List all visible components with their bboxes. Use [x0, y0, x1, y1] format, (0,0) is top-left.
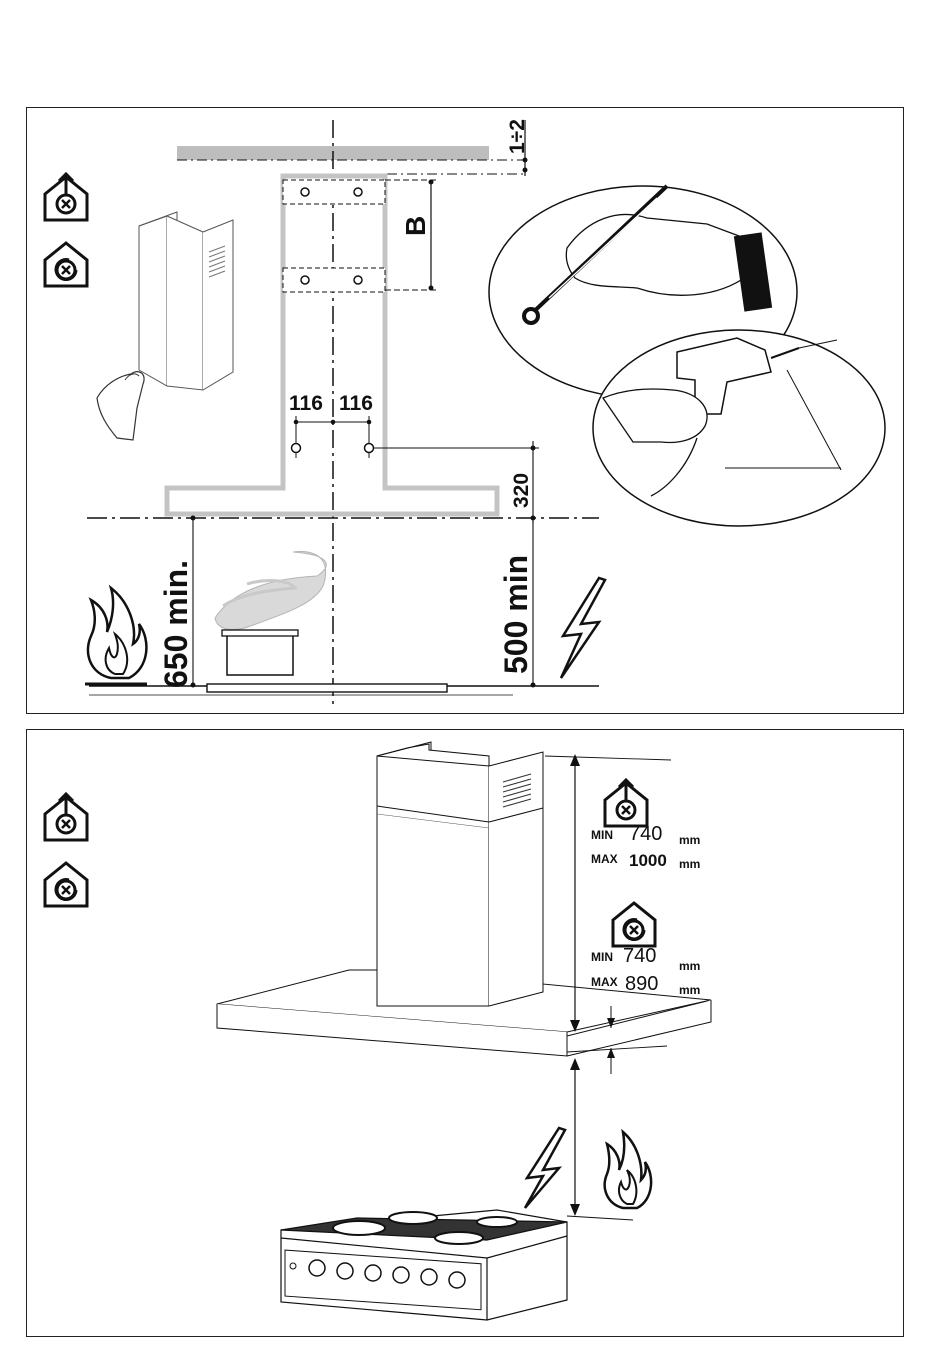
- installation-dimensions-panel: 1÷2 B 116 116 320 650 min. 500 mi: [26, 107, 904, 714]
- ducted-mode-icon: [45, 174, 87, 220]
- hood-chimney: [377, 742, 543, 1012]
- ducted-min-prefix: MIN: [591, 828, 613, 842]
- electric-hob-min-height-label: 500 min: [498, 555, 534, 674]
- hand-holding-cover-icon: [97, 372, 144, 440]
- left-fixing-hole: [292, 444, 301, 453]
- cooker-icon: [281, 1210, 567, 1320]
- right-fixing-hole: [365, 444, 374, 453]
- recirc-max-value: 890: [625, 973, 658, 995]
- ducted-max-value: 1000: [629, 851, 667, 870]
- ducted-max-unit: mm: [679, 857, 700, 871]
- chimney-cover-icon: [139, 212, 233, 390]
- gas-flame-icon: [85, 588, 147, 684]
- hole-offset-left-label: 116: [289, 392, 323, 415]
- recirc-min-value: 740: [623, 945, 656, 967]
- recirculating-height-spec: MIN 740 mm MAX 890 mm: [591, 903, 700, 997]
- gas-hob-min-height-label: 650 min.: [158, 560, 194, 688]
- recirc-min-unit: mm: [679, 959, 700, 973]
- ducted-max-prefix: MAX: [591, 852, 618, 866]
- recirculating-mode-icon-legend: [45, 863, 87, 906]
- hood-height-panel: MIN 740 mm MAX 1000 mm MIN 740 mm MAX 89…: [26, 729, 904, 1337]
- ducted-height-spec: MIN 740 mm MAX 1000 mm: [591, 780, 700, 871]
- hole-height-label: 320: [510, 473, 533, 508]
- lower-bracket: [283, 268, 385, 292]
- drill-hand-icon: [593, 330, 885, 526]
- recirculating-mode-icon: [45, 243, 87, 286]
- bracket-spacing-label: B: [400, 216, 431, 236]
- pot-steam-icon: [215, 552, 326, 675]
- gas-flame-icon-bottom: [605, 1132, 651, 1208]
- hole-offset-right-label: 116: [339, 392, 373, 415]
- ducted-mode-icon-legend: [45, 794, 87, 840]
- recirc-max-prefix: MAX: [591, 975, 618, 989]
- ducted-min-value: 740: [629, 823, 662, 845]
- recirculating-spec-icon: [613, 903, 655, 946]
- ceiling-gap-label: 1÷2: [506, 119, 529, 154]
- electric-bolt-icon: [561, 578, 605, 678]
- electric-bolt-icon-bottom: [525, 1128, 565, 1208]
- recirc-max-unit: mm: [679, 983, 700, 997]
- recirc-min-prefix: MIN: [591, 950, 613, 964]
- upper-bracket: [283, 180, 385, 204]
- ducted-min-unit: mm: [679, 833, 700, 847]
- ducted-spec-icon: [605, 780, 647, 826]
